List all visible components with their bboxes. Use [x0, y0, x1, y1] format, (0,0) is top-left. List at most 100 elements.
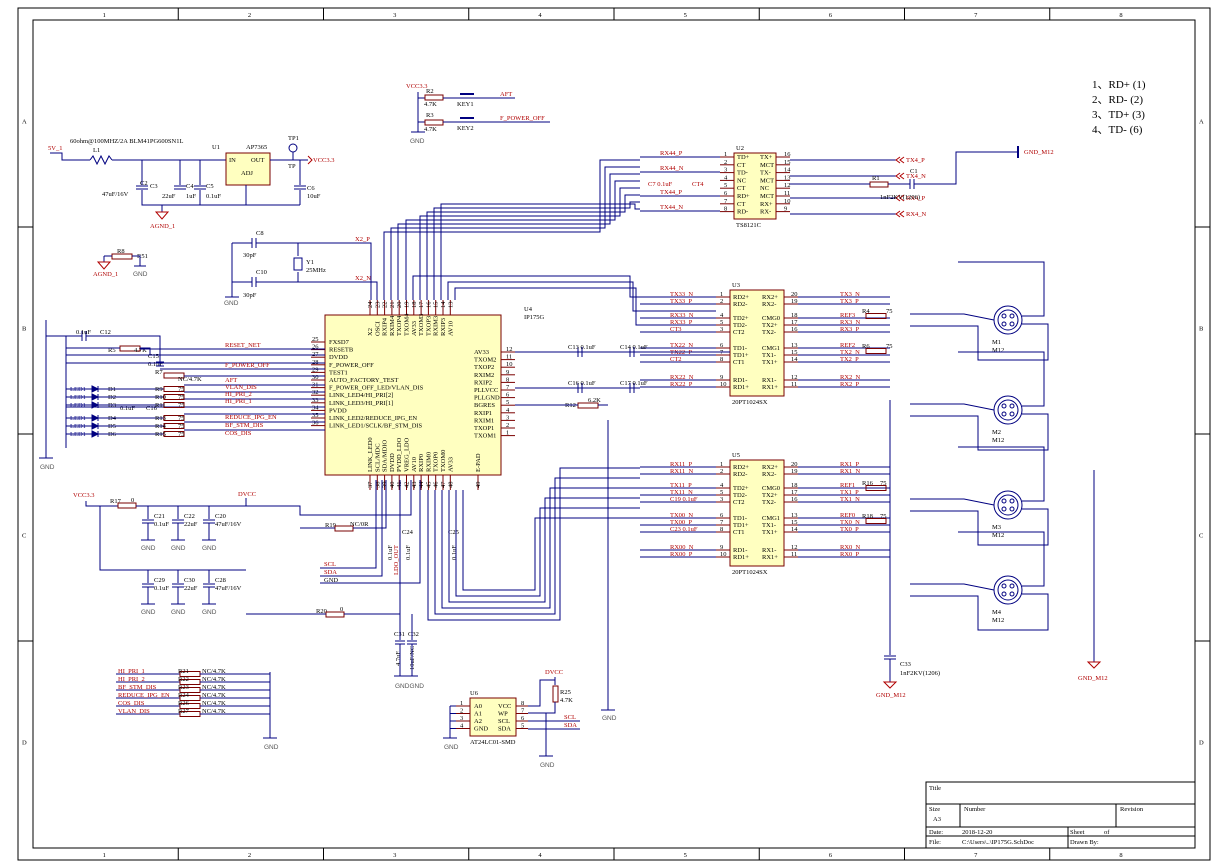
- u4-pin-number: 32: [312, 389, 319, 396]
- connector-wire: [910, 593, 1049, 631]
- c26-val: 0.1uF: [387, 545, 394, 560]
- u4-pin-number: 28: [312, 359, 319, 366]
- u2-pin-name: NC: [737, 177, 746, 184]
- c24-ref: C24: [402, 529, 414, 536]
- tb-file: C:\Users\..\IP175G.SchDoc: [962, 839, 1034, 846]
- xfmr-pin-number: 6: [720, 342, 724, 349]
- eeprom-pin-name: A1: [474, 711, 482, 718]
- u1-in: IN: [229, 157, 236, 164]
- xfmr-pin-number: 12: [791, 544, 798, 551]
- x2p-label: X2_P: [355, 236, 370, 243]
- c15-val: 0.1uF: [148, 361, 163, 368]
- gndgnd: GNDGND: [395, 683, 424, 690]
- r19-ref: R19: [325, 522, 336, 529]
- xfmr-left-net: TX33_P: [670, 298, 692, 305]
- agnd-label: AGND_1: [150, 223, 175, 230]
- m12-inner-ring: [997, 494, 1019, 516]
- connector-wire: [958, 261, 1045, 317]
- u4-pin-number: 14: [440, 301, 447, 308]
- frame-column-label: 5: [684, 12, 687, 19]
- r17-ref: R17: [110, 498, 122, 505]
- xfmr-pin-number: 15: [791, 519, 798, 526]
- u2-pin-name: TD-: [737, 170, 748, 177]
- u4-pin-number: 33: [312, 397, 319, 404]
- u4-pin-name: LINK_LED2/REDUCE_IPG_EN: [329, 415, 417, 422]
- u2-pin-name: NC: [760, 185, 769, 192]
- strap-resistor-ref: R27: [178, 708, 190, 715]
- u4-pin-name: RESETB: [329, 347, 354, 354]
- xfmr-pin-number: 9: [720, 374, 723, 381]
- strap-net-label: HI_PRI_2: [118, 676, 145, 683]
- r20-ref: R20: [316, 608, 327, 615]
- xfmr-pin-number: 11: [791, 551, 797, 558]
- xfmr-pin-number: 13: [791, 512, 798, 519]
- port-arrow-icon: [895, 210, 905, 218]
- term-resistor-ref: R4: [862, 308, 870, 315]
- led-resistor: [163, 402, 185, 408]
- xfmr-left-net: RX22_P: [670, 381, 693, 388]
- cap-ref: C28: [215, 577, 226, 584]
- u4-pin-number: 23: [374, 302, 381, 309]
- m12-inner-ring: [997, 579, 1019, 601]
- frame-column-label: 1: [103, 12, 106, 19]
- aft-net: AFT: [225, 377, 237, 384]
- u4-pin-number: 11: [506, 354, 512, 361]
- vin-label: 5V_1: [48, 145, 62, 152]
- tp1-ref: TP1: [288, 135, 299, 142]
- u6-body: [469, 697, 517, 737]
- cap-val: 22uF: [184, 585, 198, 592]
- reduce-net: REDUCE_IPG_EN: [225, 414, 277, 421]
- u4-pin-number: 39: [382, 482, 389, 489]
- pin-legend: 1、RD+ (1) 2、RD- (2) 3、TD+ (3) 4、TD- (6): [1088, 76, 1170, 138]
- u4-pin-number: 1: [506, 430, 509, 437]
- u4-pin-number: 49: [475, 482, 482, 489]
- u2-pin-number: 16: [784, 151, 791, 158]
- led-resistor-val: 75: [178, 402, 185, 409]
- frame-row-label: A: [1199, 119, 1204, 126]
- xfmr-pin-name: CT2: [733, 499, 745, 506]
- xfmr-left-net: TX11_N: [670, 489, 693, 496]
- u4-pin-number: 42: [404, 482, 411, 489]
- strap-net-label: COS_DIS: [118, 700, 145, 707]
- gnd-label: GND: [133, 271, 148, 278]
- frame-column-label: 3: [393, 852, 396, 859]
- m12-pin: [1001, 591, 1007, 597]
- c8-ref: C8: [256, 230, 264, 237]
- xfmr-pin-name: CMG1: [762, 515, 780, 522]
- frame-column-label: 2: [248, 852, 251, 859]
- u2-pin-number: 4: [724, 174, 728, 181]
- term-resistor-val: 75: [886, 343, 893, 350]
- u4-pin-number: 10: [506, 361, 513, 368]
- xfmr-pin-name: RD1+: [733, 554, 749, 561]
- u4-pin-name: RXIM3: [433, 316, 440, 336]
- cap-val: 0.1uF: [154, 521, 169, 528]
- cap-label: C13 0.1uF: [568, 344, 596, 351]
- xfmr-pin-number: 18: [791, 312, 798, 319]
- tb-size: A3: [933, 816, 941, 823]
- u4-pin-name: BGRES: [474, 402, 495, 409]
- keys-gnd: GND: [410, 138, 425, 145]
- led-resistor: [163, 386, 185, 392]
- u4-pin-name: LINK_LED0: [367, 437, 374, 472]
- term-resistor: [865, 313, 887, 319]
- vlan-net: VLAN_DIS: [225, 384, 257, 391]
- led-resistor: [163, 394, 185, 400]
- led-resistor-ref: R11: [155, 402, 166, 409]
- xfmr-pin-name: TX1-: [762, 522, 776, 529]
- bus-wire: [455, 490, 640, 597]
- c3-ref: C3: [150, 183, 158, 190]
- gnd-label: GND: [141, 609, 156, 616]
- u2-pin-number: 3: [724, 167, 727, 174]
- left-gnd: GND: [40, 464, 55, 471]
- u4-pin-name: RXIM0: [425, 452, 432, 472]
- u4-pin-name: AV33: [447, 457, 454, 472]
- eeprom-pin-number: 4: [460, 723, 464, 730]
- m12-inner-ring: [997, 399, 1019, 421]
- c31-val: 4.7uF: [395, 651, 402, 666]
- u2-net-label: C7 0.1uF: [648, 181, 673, 188]
- u4-pin-name: RXIP2: [474, 379, 492, 386]
